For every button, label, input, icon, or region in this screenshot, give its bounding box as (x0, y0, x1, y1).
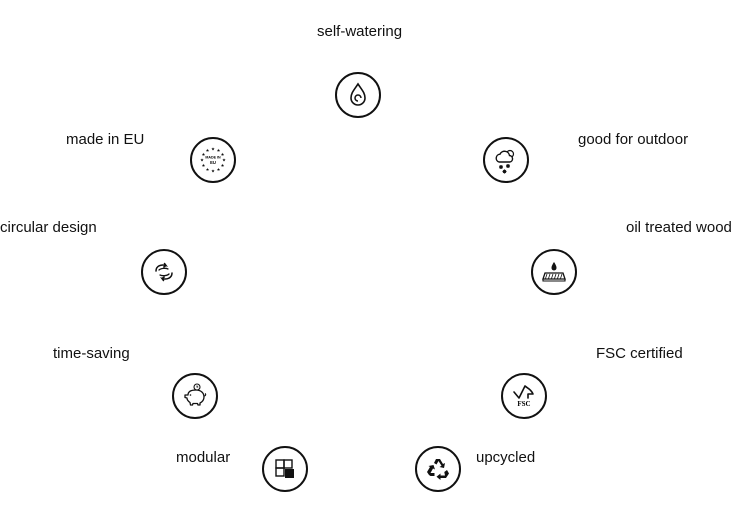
eu-star (216, 167, 221, 171)
feature-label-modular: modular (176, 449, 231, 466)
feature-label-upcycled: upcycled (476, 449, 536, 466)
feature-label-circular-design: circular design (0, 219, 97, 236)
eu-stars-badge-icon: MADE IN EU (200, 147, 226, 173)
piggy-bank-icon (184, 383, 207, 406)
eu-star (222, 158, 226, 162)
feature-icon-upcycled (415, 446, 461, 492)
eu-star (200, 158, 204, 162)
eu-star (216, 148, 221, 152)
recycle-icon (427, 459, 449, 480)
feature-label-good-for-outdoor: good for outdoor (578, 131, 689, 148)
eu-star (205, 167, 210, 171)
eu-star (211, 169, 215, 173)
feature-icon-modular (262, 446, 308, 492)
feature-label-time-saving: time-saving (53, 345, 130, 362)
feature-icon-circular-design (141, 249, 187, 295)
fsc-text: FSC (517, 400, 530, 408)
oil-drop-wood-icon (542, 262, 566, 282)
feature-icon-good-for-outdoor (483, 137, 529, 183)
feature-icon-made-in-eu: MADE IN EU (190, 137, 236, 183)
eu-star (220, 163, 225, 167)
badge-text-made-in: MADE IN (205, 156, 221, 160)
cloud-snow-icon (495, 149, 515, 174)
feature-icon-time-saving (172, 373, 218, 419)
eu-star (201, 163, 206, 167)
eu-star (220, 152, 225, 156)
feature-label-oil-treated-wood: oil treated wood (626, 219, 732, 236)
grid-blocks-icon (275, 459, 294, 478)
circular-arrows-icon (155, 262, 173, 282)
water-drop-icon (350, 82, 366, 106)
eu-star (205, 148, 210, 152)
eu-star (211, 147, 215, 151)
feature-label-self-watering: self-watering (317, 23, 403, 40)
badge-text-eu: EU (210, 160, 216, 165)
feature-label-made-in-eu: made in EU (66, 131, 145, 148)
feature-icon-self-watering (335, 72, 381, 118)
feature-label-fsc-certified: FSC certified (596, 345, 683, 362)
feature-icon-oil-treated-wood (531, 249, 577, 295)
feature-icon-fsc-certified: FSC (501, 373, 547, 419)
eu-star (201, 152, 206, 156)
fsc-tree-icon: FSC (513, 385, 534, 408)
